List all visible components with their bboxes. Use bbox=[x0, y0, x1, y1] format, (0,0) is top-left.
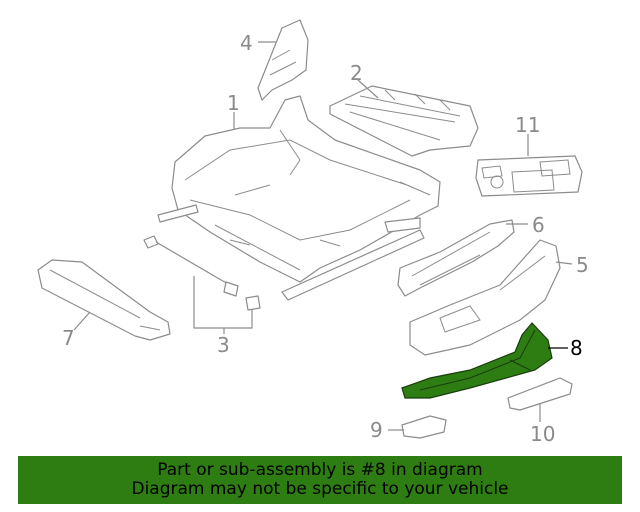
callout-11: 11 bbox=[515, 113, 540, 137]
callout-4: 4 bbox=[240, 31, 253, 55]
callout-5: 5 bbox=[576, 253, 589, 277]
part-6-bracket bbox=[397, 219, 515, 297]
callout-2: 2 bbox=[350, 61, 363, 85]
leader-7 bbox=[73, 311, 91, 331]
part-5-side-shield bbox=[409, 239, 561, 356]
parts-diagram: 4 2 1 11 6 5 7 3 8 9 10 bbox=[37, 19, 589, 446]
part-2-spring-mat bbox=[329, 85, 479, 157]
callout-1: 1 bbox=[227, 91, 240, 115]
part-9-clip bbox=[401, 415, 447, 439]
part-8-trim-panel bbox=[401, 322, 553, 399]
leader-3 bbox=[193, 276, 253, 329]
banner-line-2: Diagram may not be specific to your vehi… bbox=[131, 479, 509, 499]
leader-5 bbox=[555, 261, 573, 265]
part-11-seat-switch bbox=[475, 155, 583, 197]
leader-2 bbox=[357, 79, 379, 99]
callout-8: 8 bbox=[570, 336, 583, 360]
part-4-side-cover bbox=[257, 19, 309, 101]
callout-6: 6 bbox=[532, 213, 545, 237]
part-1-seat-frame bbox=[157, 95, 441, 301]
part-3-wire-harness bbox=[143, 235, 261, 311]
callout-7: 7 bbox=[62, 326, 75, 350]
banner-line-1: Part or sub-assembly is #8 in diagram bbox=[157, 460, 483, 480]
part-7-front-trim bbox=[37, 259, 171, 341]
callout-3: 3 bbox=[217, 333, 230, 357]
callout-9: 9 bbox=[370, 418, 383, 442]
part-info-banner: Part or sub-assembly is #8 in diagram Di… bbox=[18, 456, 622, 504]
callout-10: 10 bbox=[530, 422, 555, 446]
part-10-clip bbox=[507, 377, 573, 411]
